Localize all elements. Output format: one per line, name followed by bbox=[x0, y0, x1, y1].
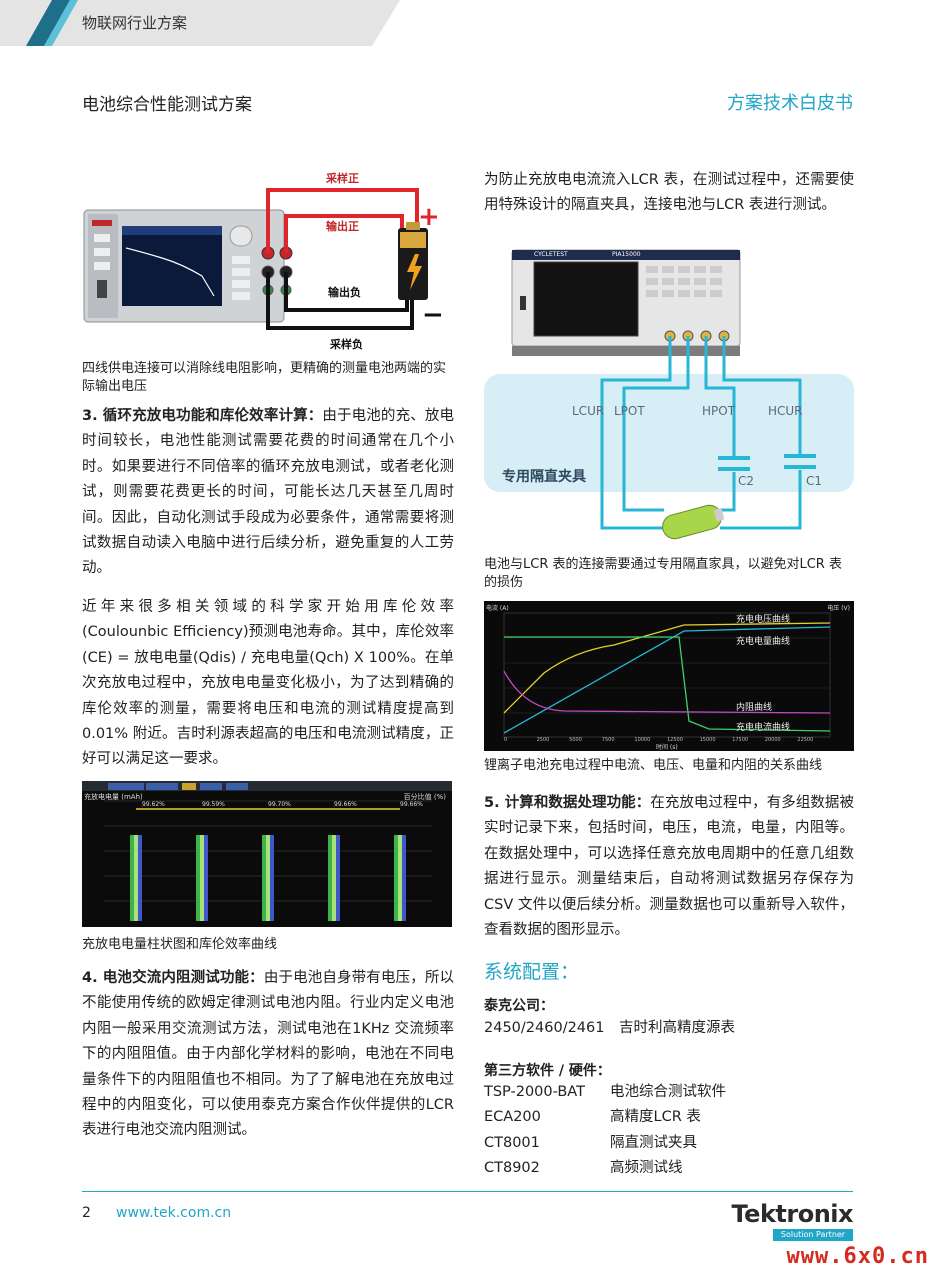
document-title: 电池综合性能测试方案 bbox=[82, 95, 252, 115]
bar bbox=[336, 835, 340, 921]
tektronix-logo: Tektronix bbox=[731, 1200, 853, 1228]
section5-text: 5. 计算和数据处理功能：在充放电过程中，有多组数据被实时记录下来，包括时间，电… bbox=[484, 791, 854, 943]
x-tick-label: 17500 bbox=[732, 737, 749, 743]
section4-body: 由于电池自身带有电压，所以不能使用传统的欧姆定律测试电池内阻。行业内定义电池内阻… bbox=[82, 970, 454, 1139]
eff-label-1: 99.62% bbox=[142, 801, 165, 808]
bar-y-left-title: 充放电电量 (mAh) bbox=[84, 793, 143, 801]
label-out-pos: 输出正 bbox=[326, 220, 359, 233]
fig4-caption: 锂离子电池充电过程中电流、电压、电量和内阻的关系曲线 bbox=[484, 758, 823, 773]
document-type: 方案技术白皮书 bbox=[727, 93, 853, 114]
section3-heading: 3. 循环充放电功能和库伦效率计算： bbox=[82, 408, 323, 424]
plus-sign: + bbox=[418, 202, 440, 232]
voltage-curve bbox=[503, 622, 831, 714]
bar bbox=[332, 835, 336, 921]
right-intro: 为防止充放电电流流入LCR 表，在测试过程中，还需要使用特殊设计的隔直夹具，连接… bbox=[484, 172, 854, 214]
tek-item: 2450/2460/2461 吉时利高精度源表 bbox=[484, 1020, 735, 1036]
bar bbox=[270, 835, 274, 921]
curve-y-right-title: 电压 (V) bbox=[827, 605, 850, 612]
curve-y-left-title: 电流 (A) bbox=[486, 605, 509, 612]
legend-current: 充电电流曲线 bbox=[736, 723, 791, 733]
eff-label-4: 99.66% bbox=[334, 801, 357, 808]
label-c1: C1 bbox=[806, 474, 823, 488]
bar bbox=[138, 835, 142, 921]
label-c2: C2 bbox=[738, 474, 755, 488]
bar bbox=[394, 835, 398, 921]
legend-voltage: 充电电压曲线 bbox=[736, 615, 791, 625]
bar bbox=[200, 835, 204, 921]
x-tick-label: 10000 bbox=[634, 737, 651, 743]
label-sense-pos: 采样正 bbox=[326, 172, 359, 185]
curve-x-title: 时间 (s) bbox=[656, 744, 678, 751]
section4-text: 4. 电池交流内阻测试功能：由于电池自身带有电压，所以不能使用传统的欧姆定律测试… bbox=[82, 966, 454, 1144]
header-band bbox=[0, 0, 400, 46]
capacity-bar-chart: 充放电电量 (mAh) 百分比值 (%) 99.62% 99.59% 99.70… bbox=[82, 781, 452, 927]
fig2-caption: 电池与LCR 表的连接需要通过专用隔直家具，以避免对LCR 表的损伤 bbox=[484, 557, 842, 590]
section3-para2: 近年来很多相关领域的科学家开始用库伦效率(Coulounbic Efficien… bbox=[82, 599, 454, 768]
capacity-curve bbox=[503, 626, 831, 734]
x-tick-label: 20000 bbox=[764, 737, 781, 743]
label-fixture: 专用隔直夹具 bbox=[502, 469, 586, 485]
footer-divider bbox=[82, 1191, 853, 1192]
fig3-caption: 充放电电量柱状图和库伦效率曲线 bbox=[82, 937, 278, 952]
current-curve bbox=[504, 636, 831, 732]
legend-resistance: 内阻曲线 bbox=[736, 703, 773, 713]
minus-sign: − bbox=[422, 300, 444, 330]
bar bbox=[402, 835, 406, 921]
resistance-curve bbox=[503, 670, 831, 714]
section3-body: 由于电池的充、放电时间较长，电池性能测试需要花费的时间通常在几个小时。如果要进行… bbox=[82, 408, 454, 577]
section5-body: 在充放电过程中，有多组数据被实时记录下来，包括时间，电压，电流，电量，内阻等。在… bbox=[484, 795, 854, 939]
x-tick-label: 7500 bbox=[601, 737, 615, 743]
website-link[interactable]: www.tek.com.cn bbox=[116, 1205, 232, 1221]
section3-text: 3. 循环充放电功能和库伦效率计算：由于电池的充、放电时间较长，电池性能测试需要… bbox=[82, 404, 454, 582]
label-out-neg: 输出负 bbox=[328, 286, 361, 299]
label-hcur: HCUR bbox=[768, 404, 803, 418]
label-sense-neg: 采样负 bbox=[330, 338, 363, 351]
bar-y-right-title: 百分比值 (%) bbox=[403, 793, 446, 801]
eff-label-5: 99.66% bbox=[400, 801, 423, 808]
section4-heading: 4. 电池交流内阻测试功能： bbox=[82, 970, 264, 986]
lcr-fixture-diagram: CYCLETEST PIA15000 LCUR LPOT HPOT HCUR 专… bbox=[484, 246, 854, 546]
instrument-model: PIA15000 bbox=[612, 251, 641, 258]
bar bbox=[328, 835, 332, 921]
tek-label: 泰克公司： bbox=[484, 998, 554, 1014]
partner-badge: Solution Partner bbox=[773, 1229, 853, 1241]
legend-capacity: 充电电量曲线 bbox=[736, 637, 791, 647]
watermark: www.6x0.cn bbox=[786, 1244, 929, 1269]
label-lpot: LPOT bbox=[614, 404, 645, 418]
charge-curve-chart: 电流 (A) 电压 (V) 时间 (s) 充电电压曲线 充电电量曲线 内阻曲线 … bbox=[484, 601, 854, 751]
x-tick-label: 5000 bbox=[569, 737, 582, 743]
eff-label-2: 99.59% bbox=[202, 801, 225, 808]
instrument-brand: CYCLETEST bbox=[534, 251, 568, 258]
x-tick-label: 0 bbox=[504, 737, 508, 743]
label-hpot: HPOT bbox=[702, 404, 736, 418]
fig1-caption: 四线供电连接可以消除线电阻影响，更精确的测量电池两端的实际输出电压 bbox=[82, 361, 447, 394]
page-number: 2 bbox=[82, 1205, 91, 1221]
bar bbox=[130, 835, 134, 921]
four-wire-diagram: 采样正 输出正 输出负 采样负 + − bbox=[82, 168, 454, 356]
x-tick-label: 15000 bbox=[699, 737, 716, 743]
x-tick-label: 22500 bbox=[797, 737, 814, 743]
x-tick-label: 2500 bbox=[536, 737, 550, 743]
bar bbox=[266, 835, 270, 921]
label-lcur: LCUR bbox=[572, 404, 605, 418]
bar bbox=[398, 835, 402, 921]
bar bbox=[204, 835, 208, 921]
x-tick-label: 12500 bbox=[667, 737, 683, 743]
bar bbox=[196, 835, 200, 921]
config-heading: 系统配置： bbox=[484, 961, 580, 983]
bar bbox=[262, 835, 266, 921]
eff-label-3: 99.70% bbox=[268, 801, 291, 808]
section5-heading: 5. 计算和数据处理功能： bbox=[484, 795, 651, 811]
third-party-label: 第三方软件 / 硬件： bbox=[484, 1063, 611, 1079]
header-category: 物联网行业方案 bbox=[82, 14, 188, 32]
bar bbox=[134, 835, 138, 921]
